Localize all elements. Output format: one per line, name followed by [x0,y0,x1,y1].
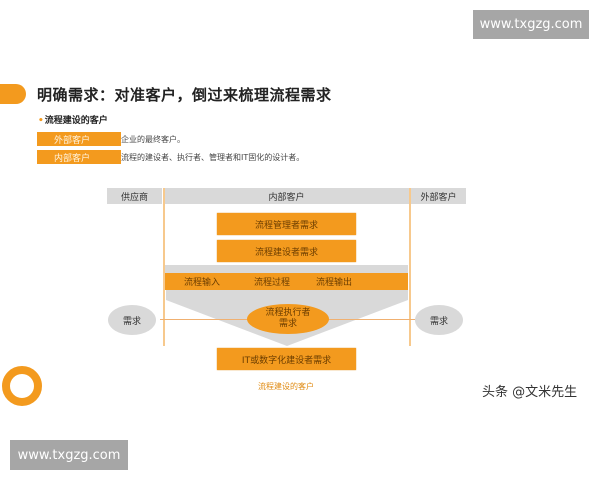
watermark-top: www.txgzg.com [473,10,589,39]
flow-output: 流程输出 [316,278,353,288]
header-internal-customer: 内部客户 [164,188,409,204]
header-external-customer: 外部客户 [411,188,466,204]
bullet-icon: • [38,116,44,126]
watermark-bottom: www.txgzg.com [10,440,128,470]
box-it-builder-needs: IT或数字化建设者需求 [217,348,356,370]
flow-process: 流程过程 [254,278,291,288]
supplier-needs-ellipse: 需求 [108,305,156,335]
definition-external: 外部客户 企业的最终客户。 [37,132,185,146]
definition-text: 流程的建设者、执行者、管理者和IT固化的设计者。 [121,152,305,162]
slide-subtitle: •流程建设的客户 [38,113,108,126]
definition-label: 外部客户 [37,132,121,146]
flow-input: 流程输入 [184,278,221,288]
author-credit: 头条 @文米先生 [482,385,578,400]
executor-needs-ellipse: 流程执行者 需求 [247,304,329,334]
box-process-builder-needs: 流程建设者需求 [217,240,356,262]
definition-label: 内部客户 [37,150,121,164]
slide-title: 明确需求：对准客户，倒过来梳理流程需求 [37,86,332,104]
decorative-ring [2,366,42,406]
definition-internal: 内部客户 流程的建设者、执行者、管理者和IT固化的设计者。 [37,150,304,164]
definition-text: 企业的最终客户。 [121,134,185,144]
divider-right [409,188,411,346]
customer-needs-ellipse: 需求 [415,305,463,335]
divider-left [163,188,165,346]
diagram-caption: 流程建设的客户 [258,382,314,391]
subtitle-text: 流程建设的客户 [44,116,108,126]
gray-band [165,265,408,273]
process-flow-bar: 流程输入 流程过程 流程输出 [165,273,408,290]
executor-line-1: 流程执行者 [265,308,311,318]
box-process-manager-needs: 流程管理者需求 [217,213,356,235]
title-accent-tab [0,84,26,104]
executor-line-2: 需求 [278,319,297,329]
header-supplier: 供应商 [107,188,162,204]
